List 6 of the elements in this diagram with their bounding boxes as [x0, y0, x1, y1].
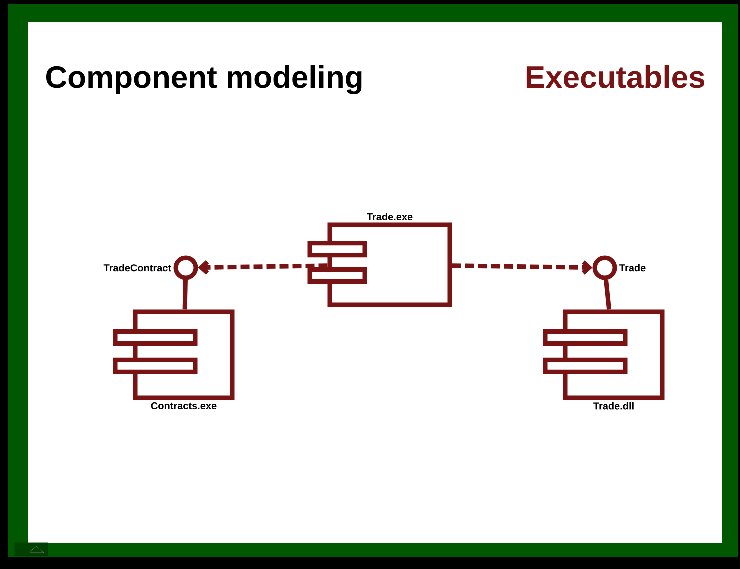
dependency-arrow	[452, 260, 593, 275]
title: Executables	[526, 66, 705, 88]
title: Component modeling	[46, 66, 362, 95]
dependency-arrow	[198, 260, 328, 275]
connector-line	[182, 280, 188, 310]
connector-line	[604, 280, 612, 310]
